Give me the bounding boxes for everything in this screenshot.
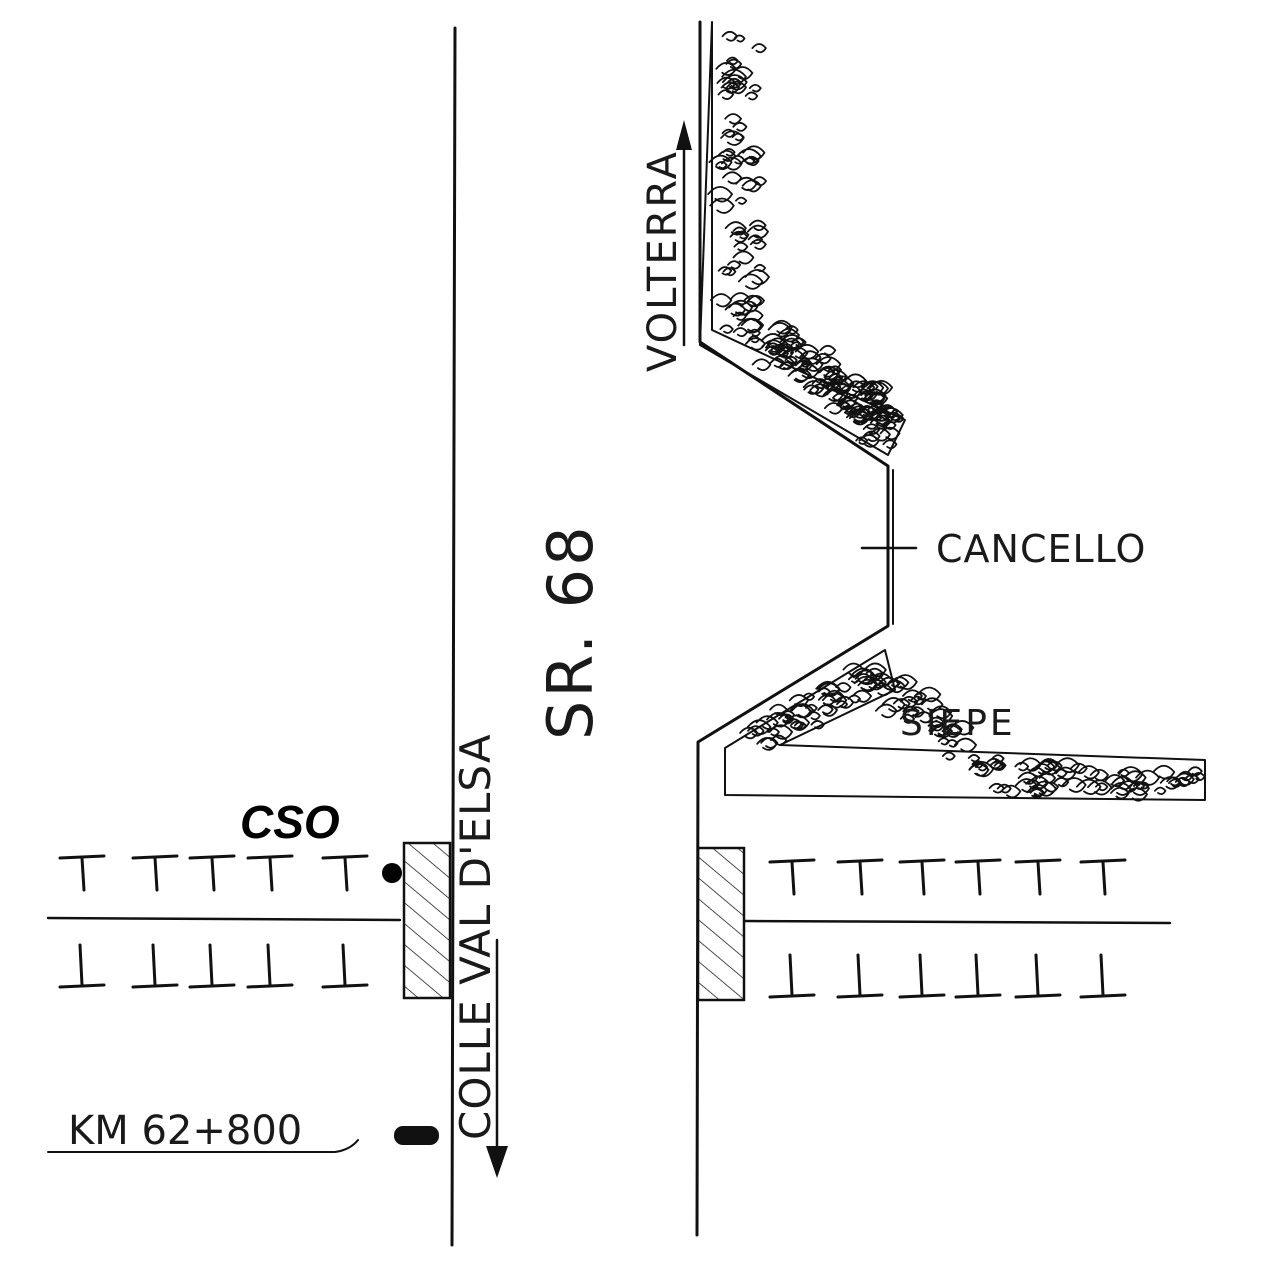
bank-symbol <box>1014 953 1062 999</box>
arrow-south <box>486 938 508 1178</box>
bank-symbol <box>1079 953 1127 999</box>
bank-symbol <box>188 943 236 989</box>
bank-symbol <box>836 953 884 999</box>
bank-symbol <box>954 858 1002 896</box>
bank-symbol <box>898 858 946 896</box>
bank-symbol <box>321 943 369 989</box>
label-road: SR. 68 <box>534 523 607 740</box>
bank-symbols <box>58 854 1127 999</box>
bank-symbol <box>768 858 816 896</box>
bank-symbol <box>131 854 179 892</box>
bank-symbol <box>898 953 946 999</box>
label-volterra: VOLTERRA <box>640 150 686 372</box>
bank-symbol <box>188 854 236 892</box>
bank-symbol <box>246 854 294 892</box>
culvert-left <box>402 841 452 1000</box>
label-station: CSO <box>240 796 340 848</box>
road-left-edge <box>450 26 457 1247</box>
bank-symbol <box>246 943 294 989</box>
label-kilometer: KM 62+800 <box>68 1108 302 1154</box>
label-colle: COLLE VAL D'ELSA <box>451 733 500 1140</box>
culvert-right <box>696 846 746 1002</box>
bank-symbol <box>954 953 1002 999</box>
bank-symbol <box>321 854 369 892</box>
bank-symbol <box>58 943 106 989</box>
bank-symbol <box>836 858 884 896</box>
label-hedge: SIEPE <box>900 703 1016 744</box>
road-right-edge <box>695 20 890 1237</box>
bank-symbol <box>131 943 179 989</box>
bank-symbol <box>1079 858 1127 896</box>
waterway-right <box>743 919 1172 925</box>
hedge-lower <box>724 649 1206 802</box>
bank-symbol <box>58 854 106 892</box>
kilometer-leader <box>47 1139 359 1153</box>
station-dot <box>382 863 402 883</box>
hedge-upper <box>699 21 906 456</box>
bank-symbol <box>768 953 816 999</box>
waterway-left <box>46 916 402 922</box>
kilometer-marker <box>394 1126 439 1145</box>
arrow-north <box>676 120 692 347</box>
label-gate: CANCELLO <box>936 527 1146 571</box>
bank-symbol <box>1014 858 1062 896</box>
